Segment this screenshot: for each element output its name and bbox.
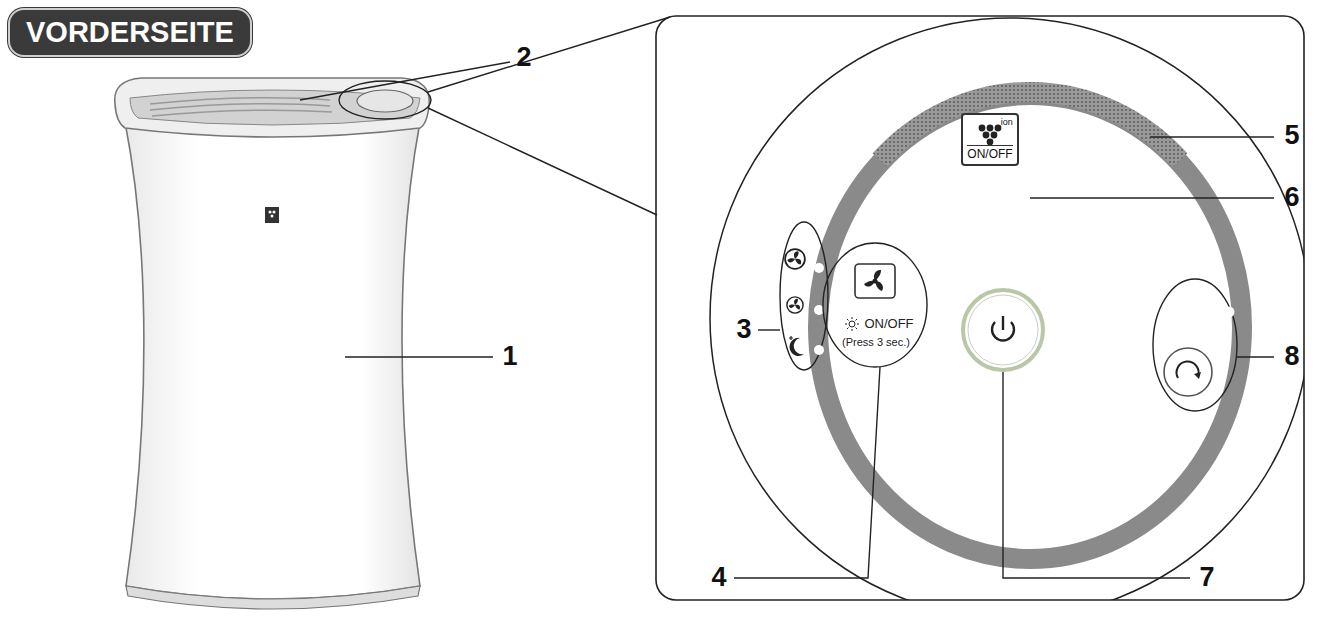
ion-button: ionON/OFF (961, 113, 1018, 166)
callout-number: 2 (516, 43, 531, 73)
leader-line (300, 62, 510, 100)
title-badge: VORDERSEITE (8, 8, 252, 57)
callout-number: 6 (1284, 183, 1299, 213)
callout-number: 3 (736, 315, 751, 345)
purifier-body (115, 78, 431, 609)
button-label: ON/OFF (864, 317, 913, 331)
control-panel (656, 16, 1310, 618)
icon-caption: ion (1001, 117, 1013, 127)
callout-number: 1 (502, 342, 517, 372)
zoom-line (428, 17, 670, 215)
button-label: ON/OFF (967, 145, 1012, 161)
grape-icon (977, 123, 1003, 145)
callout-number: 5 (1284, 121, 1299, 151)
button-hint: (Press 3 sec.) (842, 336, 910, 348)
callout-number: 7 (1199, 563, 1214, 593)
callout-number: 8 (1284, 342, 1299, 372)
leader-line (345, 356, 493, 357)
callout-number: 4 (711, 563, 726, 593)
